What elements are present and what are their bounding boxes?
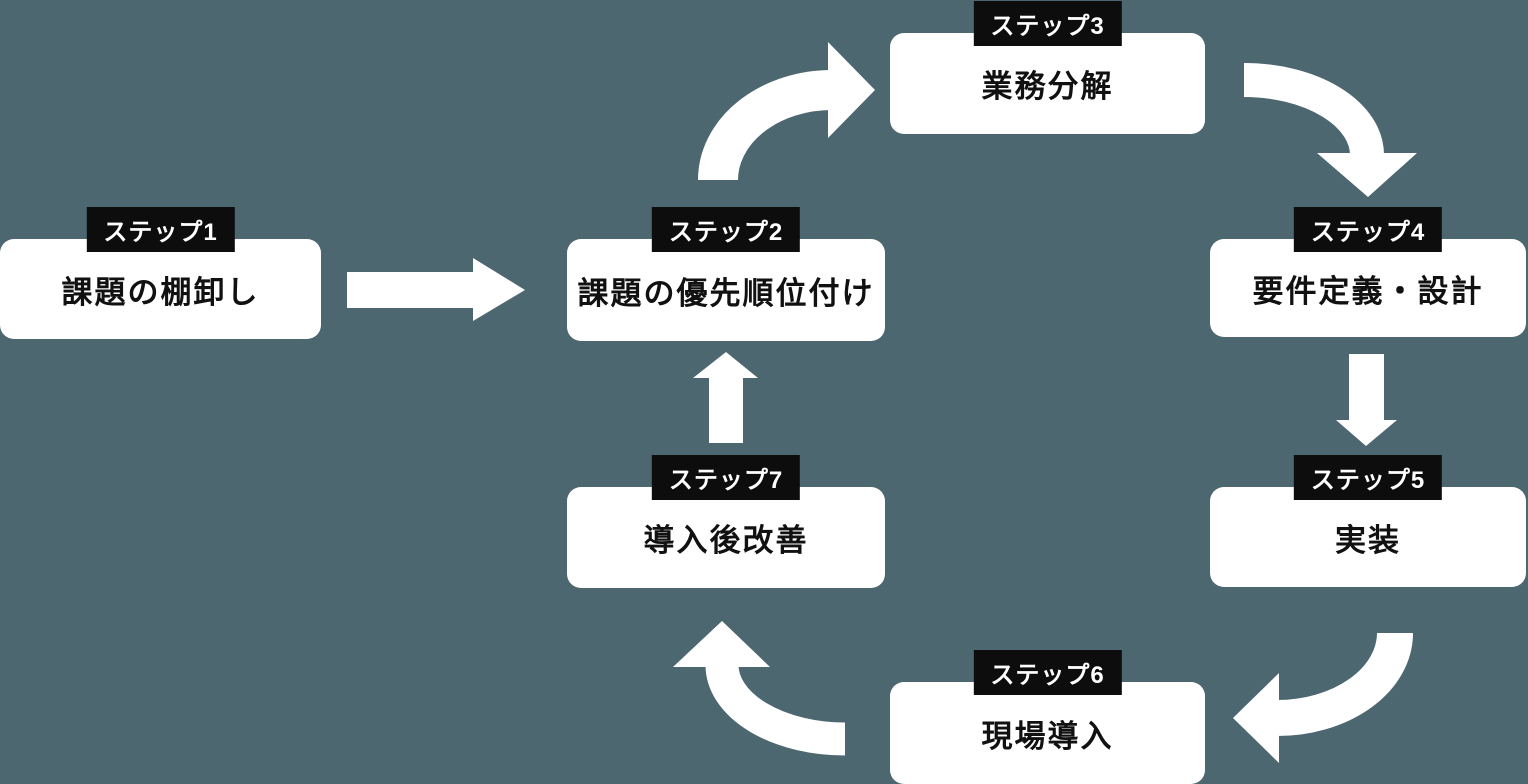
step-2-card: 課題の優先順位付け bbox=[567, 239, 885, 341]
step-node-1: 課題の棚卸し ステップ1 bbox=[0, 207, 321, 339]
step-6-label-badge: ステップ6 bbox=[973, 650, 1122, 695]
step-node-5: 実装 ステップ5 bbox=[1210, 455, 1526, 587]
step-4-card: 要件定義・設計 bbox=[1210, 239, 1526, 337]
step-5-label-badge: ステップ5 bbox=[1293, 455, 1443, 500]
step-5-title: 実装 bbox=[1335, 522, 1401, 558]
step-2-title: 課題の優先順位付け bbox=[577, 275, 875, 311]
arrow-step4-to-step5-icon bbox=[1336, 354, 1397, 446]
step-3-title: 業務分解 bbox=[981, 69, 1114, 104]
step-6-title: 現場導入 bbox=[981, 718, 1114, 754]
step-node-4: 要件定義・設計 ステップ4 bbox=[1210, 207, 1526, 337]
arrow-step7-to-step2-icon bbox=[693, 352, 758, 443]
step-7-label-badge: ステップ7 bbox=[651, 455, 801, 500]
step-1-card: 課題の棚卸し bbox=[0, 239, 321, 339]
step-7-title: 導入後改善 bbox=[643, 523, 809, 558]
arrow-step5-to-step6-icon bbox=[1233, 632, 1413, 763]
step-4-title: 要件定義・設計 bbox=[1252, 273, 1484, 309]
arrow-step6-to-step7-icon bbox=[673, 621, 846, 756]
step-2-label-badge: ステップ2 bbox=[651, 207, 801, 252]
step-node-7: 導入後改善 ステップ7 bbox=[567, 455, 885, 588]
step-5-card: 実装 bbox=[1210, 487, 1526, 587]
step-4-label-badge: ステップ4 bbox=[1293, 207, 1443, 252]
step-node-2: 課題の優先順位付け ステップ2 bbox=[567, 207, 885, 341]
arrow-step3-to-step4-icon bbox=[1243, 63, 1417, 197]
step-node-6: 現場導入 ステップ6 bbox=[890, 650, 1205, 784]
arrow-step2-to-step3-icon bbox=[698, 42, 875, 181]
step-6-card: 現場導入 bbox=[890, 682, 1205, 784]
step-3-label-badge: ステップ3 bbox=[973, 1, 1122, 46]
step-node-3: 業務分解 ステップ3 bbox=[890, 1, 1205, 134]
step-7-card: 導入後改善 bbox=[567, 487, 885, 588]
step-3-card: 業務分解 bbox=[890, 33, 1205, 134]
arrow-step1-to-step2-icon bbox=[347, 258, 525, 321]
step-1-title: 課題の棚卸し bbox=[61, 274, 260, 310]
step-1-label-badge: ステップ1 bbox=[86, 207, 235, 252]
